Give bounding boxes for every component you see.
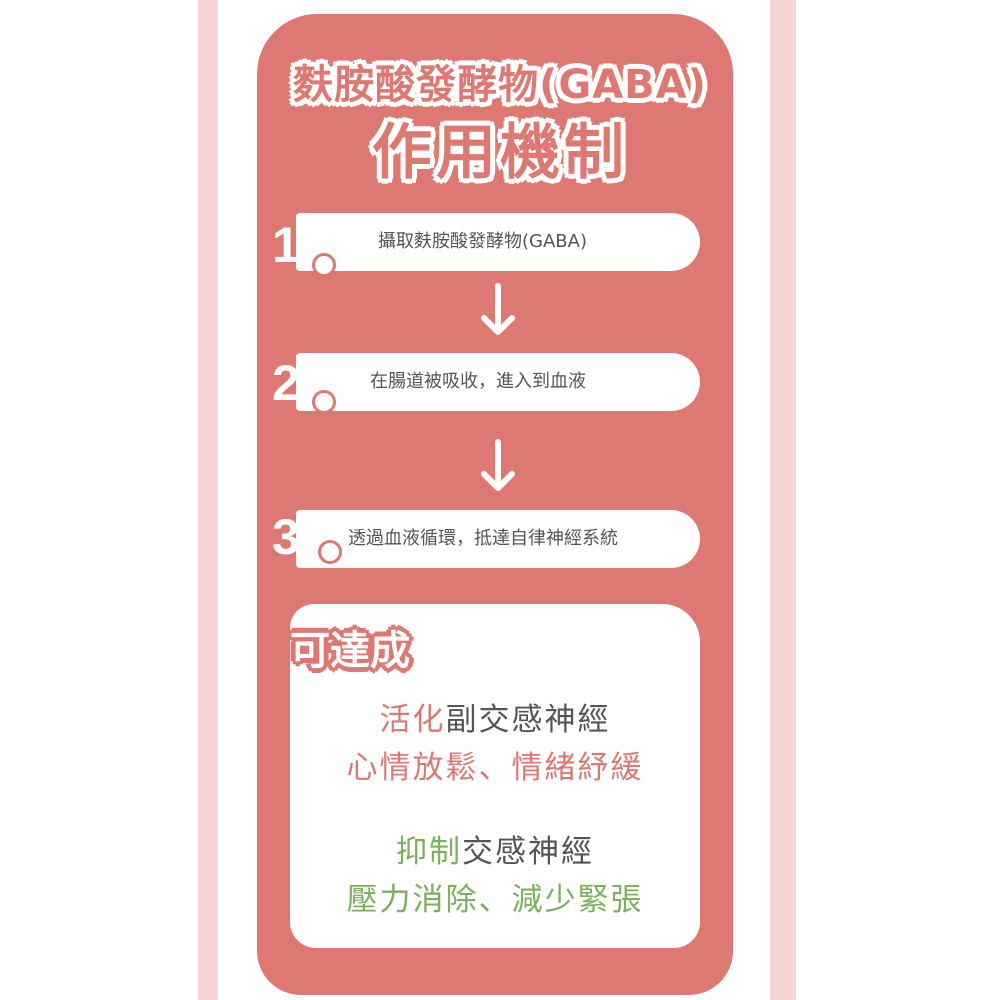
left-decor-strip — [198, 0, 218, 1000]
step-3-text: 透過血液循環，抵達自律神經系統 — [348, 528, 618, 549]
sympathetic-effect: 壓力消除、減少緊張 — [346, 882, 644, 918]
parasympathetic-line: 活化副交感神經 — [290, 694, 700, 739]
title-line1: 麩胺酸發酵物(GABA) — [293, 62, 707, 108]
parasympathetic-effect: 心情放鬆、情緒紓緩 — [346, 750, 644, 786]
step-1-number: 1 — [272, 217, 300, 273]
down-arrow-icon — [481, 439, 515, 491]
step-3-box: 透過血液循環，抵達自律神經系統 — [296, 510, 700, 568]
sympathetic-verb: 抑制 — [396, 834, 462, 870]
right-decor-strip — [770, 0, 796, 1000]
step-2-text: 在腸道被吸收，進入到血液 — [370, 371, 586, 392]
step-2-number: 2 — [272, 355, 300, 411]
sympathetic-target: 交感神經 — [462, 834, 594, 870]
parasympathetic-target: 副交感神經 — [445, 702, 611, 738]
step-3-number: 3 — [272, 509, 300, 565]
parasympathetic-verb: 活化 — [379, 702, 446, 738]
step-1-box: 攝取麩胺酸發酵物(GABA) — [296, 213, 700, 271]
step-1-text: 攝取麩胺酸發酵物(GABA) — [378, 231, 587, 252]
step-dot-icon — [312, 390, 336, 414]
step-dot-icon — [318, 540, 342, 564]
down-arrow-icon — [481, 283, 515, 335]
step-2-box: 在腸道被吸收，進入到血液 — [296, 353, 700, 411]
results-panel — [290, 604, 700, 948]
step-dot-icon — [312, 253, 336, 277]
results-badge: 可達成 — [290, 628, 410, 674]
title-line2: 作用機制 — [372, 118, 628, 188]
sympathetic-line: 抑制交感神經 — [290, 826, 700, 871]
